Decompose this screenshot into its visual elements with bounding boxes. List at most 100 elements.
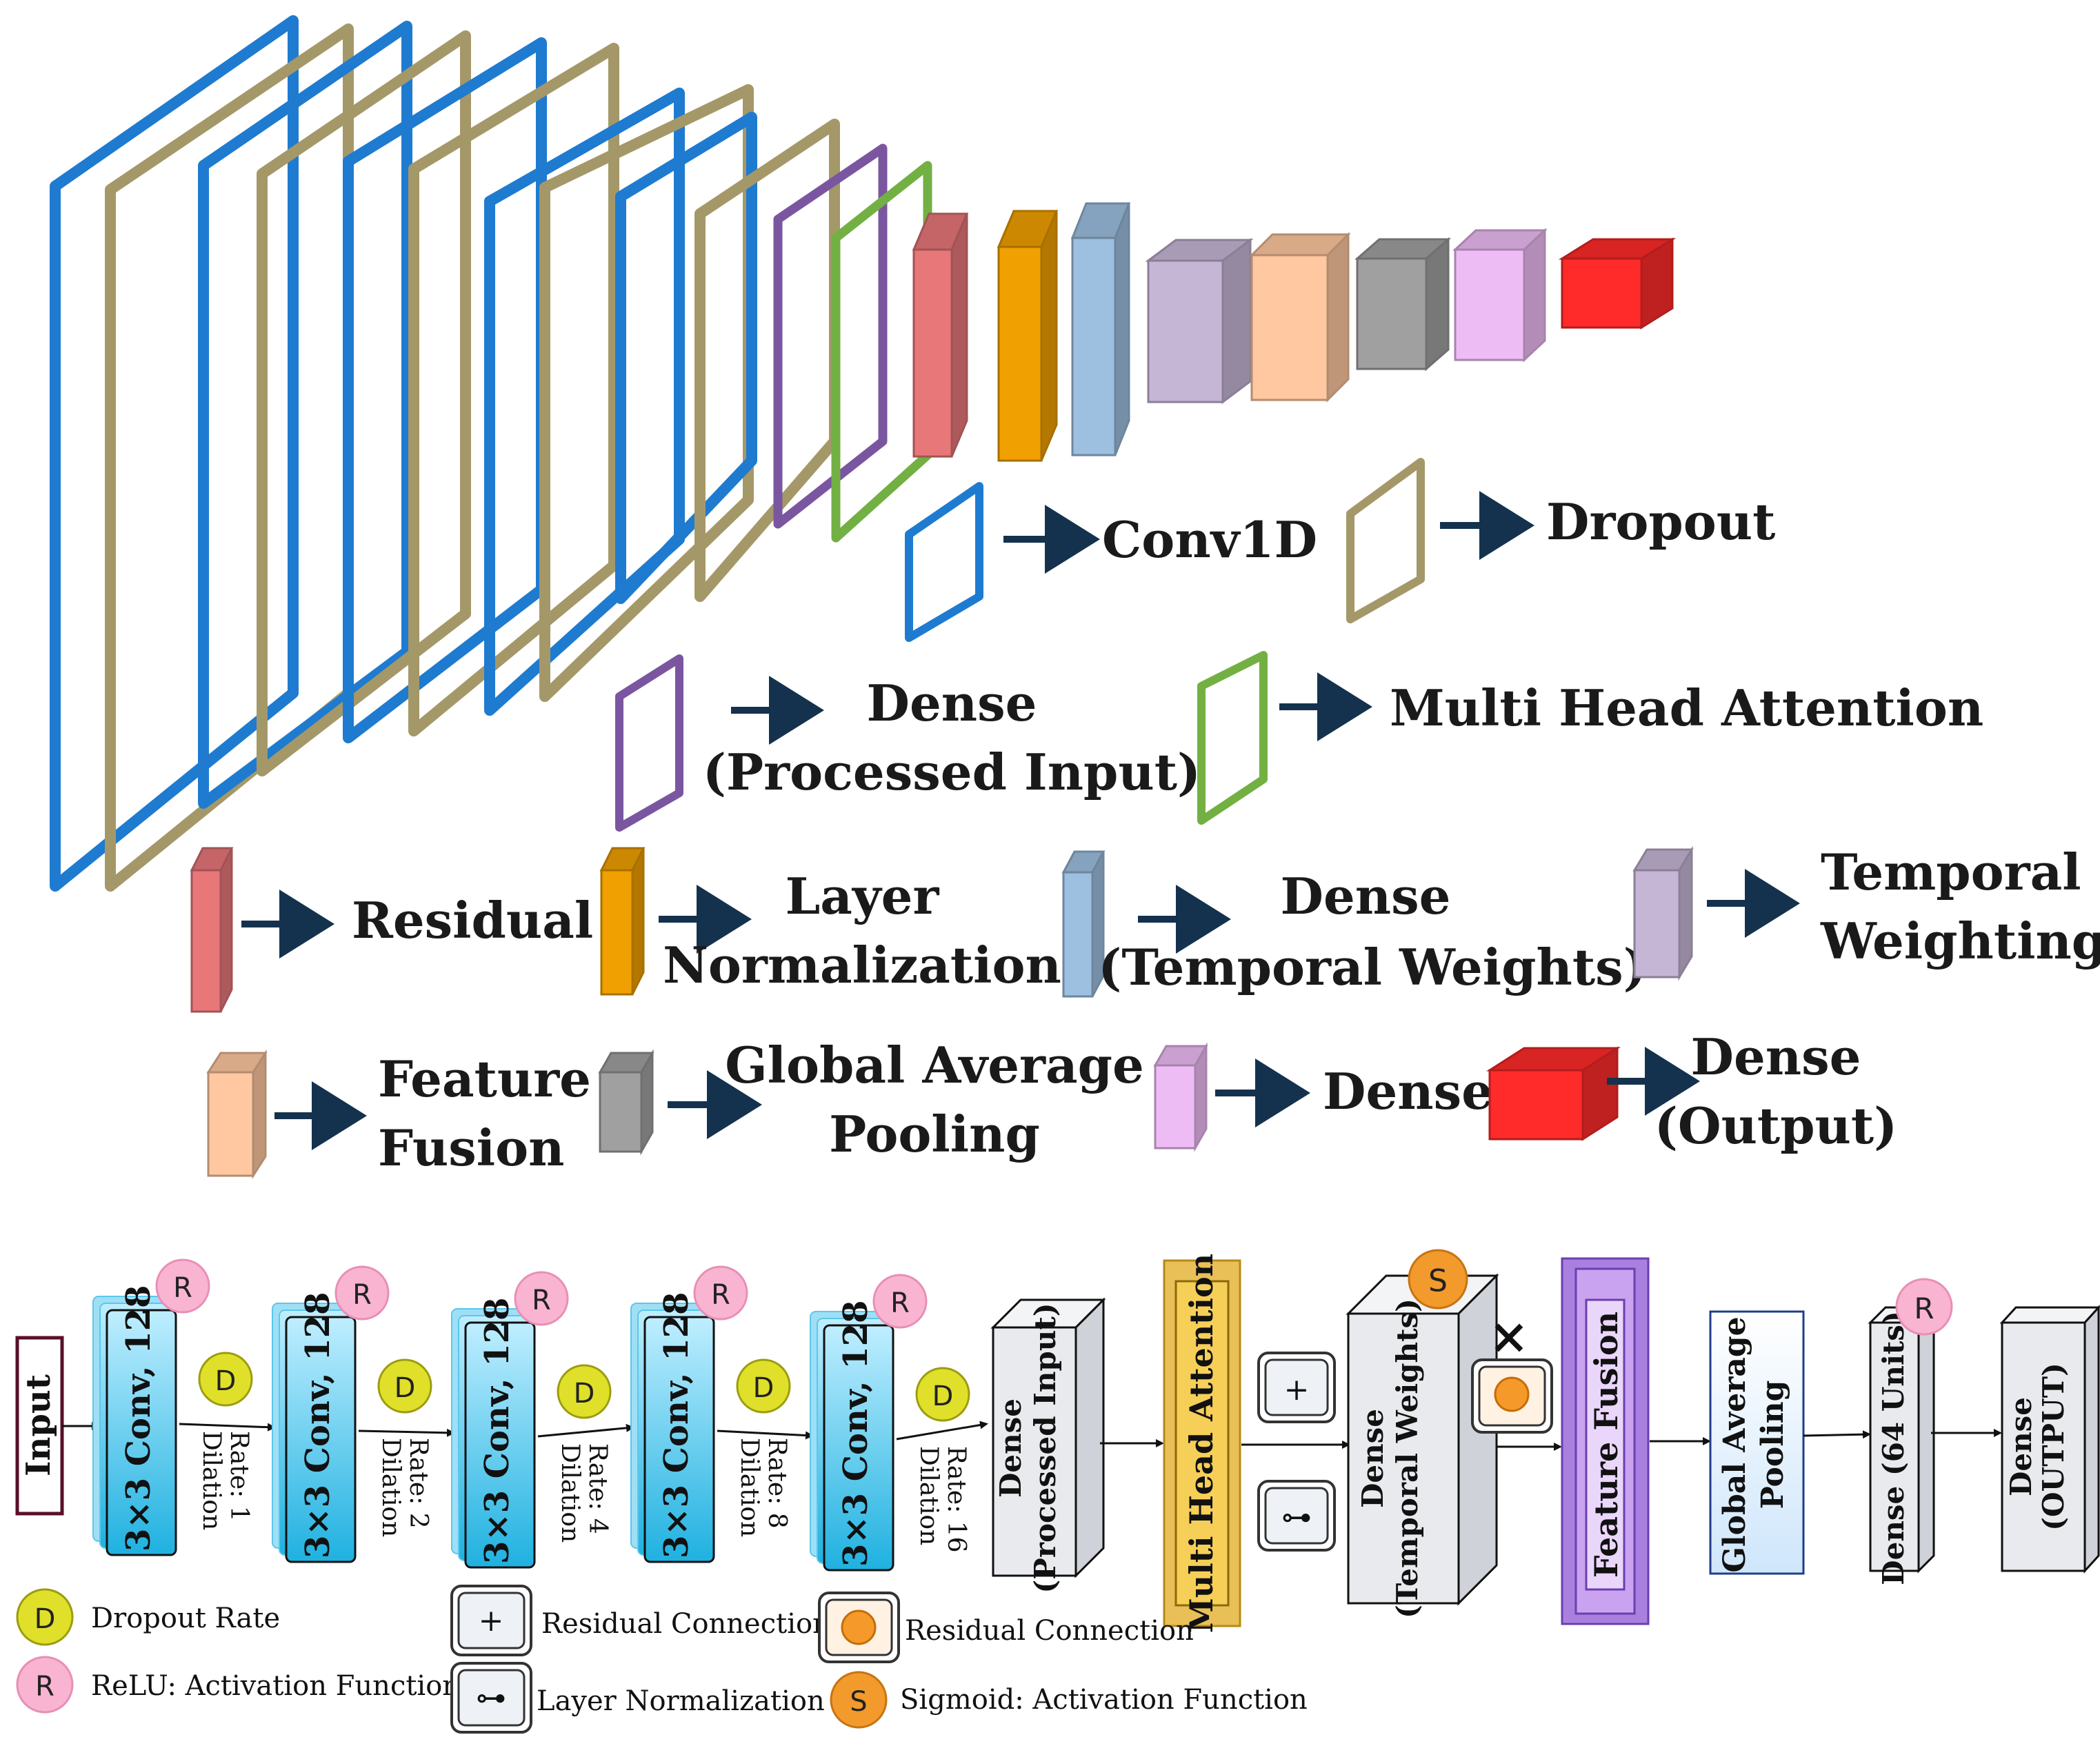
layernorm-icon: ⊶ [1281, 1500, 1312, 1535]
dilation-label: Dilation [735, 1438, 763, 1537]
legend-mha-label: Multi Head Attention [1390, 679, 1983, 737]
dilation-rate: Rate: 16 [942, 1446, 970, 1553]
legend-dense-processed-icon [615, 654, 683, 832]
stack-output [1558, 237, 1677, 330]
legend-temporal-weighting-label: Temporal [1821, 843, 2081, 901]
layernorm-tile: ⊶ [1257, 1480, 1336, 1552]
stack-frame-7 [484, 88, 685, 716]
arrow [537, 1423, 634, 1438]
plus-icon: + [479, 1603, 504, 1638]
relu-badge: R [155, 1258, 210, 1314]
dropout-badge-letter: D [932, 1381, 954, 1412]
dilation-label: Dilation [914, 1446, 943, 1545]
conv-block-2: 3×3 Conv, 128 [272, 1292, 357, 1563]
legend-output-icon [1486, 1046, 1621, 1141]
legend-feature-fusion-label: Feature [378, 1050, 591, 1108]
feature-fusion-block: Feature Fusion [1561, 1257, 1650, 1625]
gap-label: Global Average [1717, 1316, 1752, 1572]
flow-diagram: Input 3×3 Conv, 128 R D Dilation Rate: 1 3×3 C… [15, 1249, 2100, 1633]
legend-dense-processed-label: Dense [867, 674, 1037, 732]
conv-block-label: 3×3 Conv, 128 [478, 1298, 517, 1564]
relu-badge-letter: R [352, 1279, 372, 1311]
legend-dense-label: Dense [1323, 1062, 1493, 1121]
dilation-label: Dilation [556, 1443, 584, 1543]
conv-block-3: 3×3 Conv, 128 [451, 1298, 536, 1569]
residual-connection-tile [1471, 1358, 1553, 1434]
conv-layer [106, 1309, 177, 1556]
sigmoid-badge-letter: S [1428, 1264, 1448, 1299]
legend-gap-label: Global Average [725, 1036, 1144, 1094]
relu-badge-letter: R [1914, 1292, 1934, 1325]
legend-temporal-weighting-icon [1632, 845, 1694, 981]
dilation-rate: Rate: 4 [583, 1443, 612, 1534]
legend-residual-tile-2 [818, 1592, 900, 1663]
stack-frame-5 [343, 37, 547, 743]
dilation-rate: Rate: 1 [225, 1431, 253, 1522]
dense-processed-sub: (Processed Input) [1028, 1303, 1062, 1593]
dense64-box [1868, 1305, 1937, 1574]
stack-temporal-weighting [1145, 238, 1254, 404]
dropout-badge: D [557, 1364, 612, 1419]
dilation-label: Dilation [377, 1438, 405, 1537]
dense-processed-box [990, 1297, 1106, 1578]
legend-sigmoid-text: Sigmoid: Activation Function [900, 1684, 1308, 1716]
feature-fusion-label: Feature Fusion [1588, 1312, 1625, 1578]
network-icon [1494, 1376, 1530, 1412]
stack-frame-2 [105, 23, 354, 892]
legend-layernorm-text: Layer Normalization [537, 1685, 825, 1717]
sigmoid-badge: S [1408, 1249, 1468, 1310]
layernorm-icon: ⊶ [476, 1680, 506, 1716]
legend-residual-text: Residual Connection [541, 1608, 830, 1640]
conv-layer [643, 1316, 715, 1563]
dense-output-box [1999, 1305, 2100, 1574]
legend-dense-temporal-label: Dense [1281, 867, 1451, 925]
stack-residual [912, 212, 969, 458]
conv-block-label: 3×3 Conv, 128 [119, 1285, 158, 1552]
legend-gap-sub: Pooling [829, 1105, 1040, 1163]
legend-dense-output-sub: (Output) [1654, 1096, 1897, 1155]
legend-dense-icon [1153, 1042, 1208, 1152]
legend-dense-processed-sub: (Processed Input) [703, 743, 1201, 801]
input-label: Input [19, 1374, 58, 1476]
legend-dropout-text: Dropout Rate [91, 1603, 280, 1634]
legend-feature-fusion-icon [206, 1049, 268, 1180]
legend-conv1d-label: Conv1D [1102, 510, 1317, 569]
legend-residual-text-2: Residual Connection [905, 1615, 1194, 1647]
conv-block-label: 3×3 Conv, 128 [837, 1301, 875, 1567]
legend-layernorm-sub: Normalization [663, 936, 1061, 994]
plus-icon: + [1284, 1372, 1310, 1407]
relu-badge-letter: R [173, 1272, 192, 1304]
dense-output-label: Dense [2004, 1397, 2038, 1496]
arrow [358, 1428, 455, 1437]
arrow [896, 1421, 988, 1441]
stack-frame-3 [198, 21, 412, 809]
legend-residual-label: Residual [352, 891, 593, 950]
dropout-badge: D [198, 1352, 253, 1407]
mha-label: Multi Head Attention [1183, 1254, 1220, 1633]
dense-temporal-label: Dense [1356, 1409, 1390, 1508]
stack-frame-9 [615, 112, 757, 604]
arrow [179, 1423, 276, 1432]
relu-badge: R [1895, 1278, 1953, 1336]
legend-layernorm-label: Layer [786, 867, 940, 925]
multiply-icon: × [1489, 1307, 1530, 1365]
relu-badge-letter: R [532, 1285, 551, 1316]
legend-dropout-badge-letter: D [34, 1603, 56, 1635]
conv-layer [464, 1321, 536, 1569]
legend-dropout-badge: D [16, 1588, 74, 1646]
input-box [15, 1336, 64, 1516]
stack-frame-dense [773, 143, 888, 529]
dropout-badge-letter: D [394, 1372, 416, 1404]
legend-temporal-weighting-sub: Weighting [1820, 912, 2100, 970]
stack-frame-8 [539, 84, 754, 702]
dense-output-sub: (OUTPUT) [2037, 1363, 2070, 1531]
dilation-rate: Rate: 2 [404, 1438, 432, 1529]
stack-frame-10 [694, 119, 840, 602]
stack-dense [1452, 228, 1548, 363]
conv-block-5: 3×3 Conv, 128 [810, 1301, 894, 1572]
conv-block-label: 3×3 Conv, 128 [299, 1292, 337, 1558]
dense-processed-label: Dense [994, 1398, 1028, 1498]
